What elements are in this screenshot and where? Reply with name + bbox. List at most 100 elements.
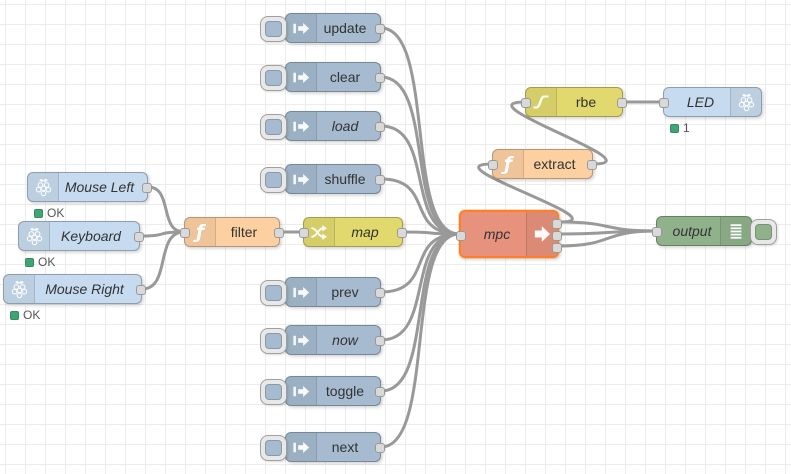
node-map[interactable]: map: [299, 217, 407, 247]
status-dot-icon: [10, 310, 19, 320]
node-prev[interactable]: prev: [260, 277, 385, 307]
node-mouse_right[interactable]: Mouse Right: [3, 274, 146, 304]
port-output-2[interactable]: [552, 231, 562, 241]
node-label: now: [332, 332, 358, 348]
wire-mouse_right-to-filter[interactable]: [140, 230, 186, 291]
node-icon-zone: [286, 63, 317, 91]
inject-button[interactable]: [260, 114, 287, 140]
node-label: LED: [686, 94, 715, 110]
wire-shuffle-to-mpc[interactable]: [379, 177, 461, 236]
port-output-1[interactable]: [375, 336, 385, 346]
node-label: load: [331, 118, 359, 134]
port-output-1[interactable]: [274, 228, 284, 238]
status-text: OK: [23, 308, 41, 322]
node-next[interactable]: next: [260, 432, 385, 462]
node-icon-zone: [286, 165, 317, 193]
port-input[interactable]: [659, 98, 669, 108]
rbe-filter-icon: [533, 95, 549, 109]
node-status: OK: [10, 308, 40, 322]
raspberry-pi-icon: [26, 228, 42, 246]
node-rbe[interactable]: rbe: [521, 87, 627, 117]
port-input[interactable]: [521, 98, 531, 108]
inject-button[interactable]: [260, 379, 287, 405]
node-label: Mouse Left: [64, 179, 135, 195]
port-output-1[interactable]: [375, 73, 385, 83]
debug-list-icon: [730, 224, 742, 239]
inject-button[interactable]: [260, 167, 287, 193]
inject-icon: [292, 441, 309, 453]
debug-toggle-button[interactable]: [750, 219, 777, 245]
raspberry-pi-icon: [35, 179, 51, 197]
port-input[interactable]: [456, 231, 466, 241]
node-led[interactable]: LED: [659, 87, 762, 117]
port-output-1[interactable]: [375, 387, 385, 397]
node-clear[interactable]: clear: [260, 62, 385, 92]
inject-icon: [292, 173, 309, 185]
port-input[interactable]: [652, 227, 662, 237]
inject-button[interactable]: [260, 328, 287, 354]
node-icon-zone: [286, 112, 317, 140]
inject-button[interactable]: [260, 16, 287, 42]
wire-mouse_left-to-filter[interactable]: [146, 185, 186, 234]
node-toggle[interactable]: toggle: [260, 376, 385, 406]
inject-icon: [292, 120, 309, 132]
node-label: rbe: [575, 94, 597, 110]
node-label: toggle: [325, 383, 365, 399]
inject-button[interactable]: [260, 65, 287, 91]
port-output-1[interactable]: [587, 160, 597, 170]
port-output-1[interactable]: [375, 24, 385, 34]
node-icon-zone: [730, 88, 761, 116]
node-icon-zone: [286, 326, 317, 354]
node-icon-zone: [286, 433, 317, 461]
inject-button[interactable]: [260, 280, 287, 306]
port-output-1[interactable]: [375, 443, 385, 453]
node-icon-zone: [286, 377, 317, 405]
node-mpc[interactable]: mpc: [456, 210, 562, 258]
button-face: [265, 440, 282, 456]
port-output-1[interactable]: [397, 228, 407, 238]
node-output[interactable]: output: [652, 216, 777, 246]
wire-clear-to-mpc[interactable]: [379, 75, 461, 236]
wire-load-to-mpc[interactable]: [379, 124, 461, 236]
node-keyboard[interactable]: Keyboard: [18, 221, 144, 251]
node-status: OK: [25, 255, 55, 269]
status-dot-icon: [670, 123, 679, 133]
port-input[interactable]: [488, 160, 498, 170]
inject-button[interactable]: [260, 435, 287, 461]
node-shuffle[interactable]: shuffle: [260, 164, 385, 194]
node-label: Mouse Right: [45, 281, 124, 297]
port-input[interactable]: [180, 228, 190, 238]
port-output-1[interactable]: [375, 122, 385, 132]
wire-toggle-to-mpc[interactable]: [379, 232, 461, 393]
port-output-1[interactable]: [375, 288, 385, 298]
wire-now-to-mpc[interactable]: [379, 232, 461, 342]
port-output-1[interactable]: [142, 183, 152, 193]
node-label: update: [323, 20, 367, 36]
port-output-1[interactable]: [136, 285, 146, 295]
node-load[interactable]: load: [260, 111, 385, 141]
wire-mpc-to-extract[interactable]: [477, 162, 574, 224]
node-label: map: [351, 224, 379, 240]
port-output-3[interactable]: [552, 243, 562, 253]
port-output-1[interactable]: [617, 98, 627, 108]
wire-update-to-mpc[interactable]: [379, 26, 461, 236]
wire-next-to-mpc[interactable]: [379, 232, 461, 449]
node-update[interactable]: update: [260, 13, 385, 43]
wire-mpc-to-output[interactable]: [557, 229, 658, 248]
node-status: OK: [34, 206, 64, 220]
port-output-1[interactable]: [375, 175, 385, 185]
node-icon-zone: [526, 88, 557, 116]
node-now[interactable]: now: [260, 325, 385, 355]
wire-extract-to-rbe[interactable]: [510, 100, 608, 166]
port-output-1[interactable]: [552, 219, 562, 229]
node-label: shuffle: [324, 171, 366, 187]
node-mouse_left[interactable]: Mouse Left: [27, 172, 152, 202]
status-dot-icon: [34, 208, 43, 218]
port-input[interactable]: [299, 228, 309, 238]
port-output-1[interactable]: [134, 232, 144, 242]
node-icon-zone: [286, 278, 317, 306]
